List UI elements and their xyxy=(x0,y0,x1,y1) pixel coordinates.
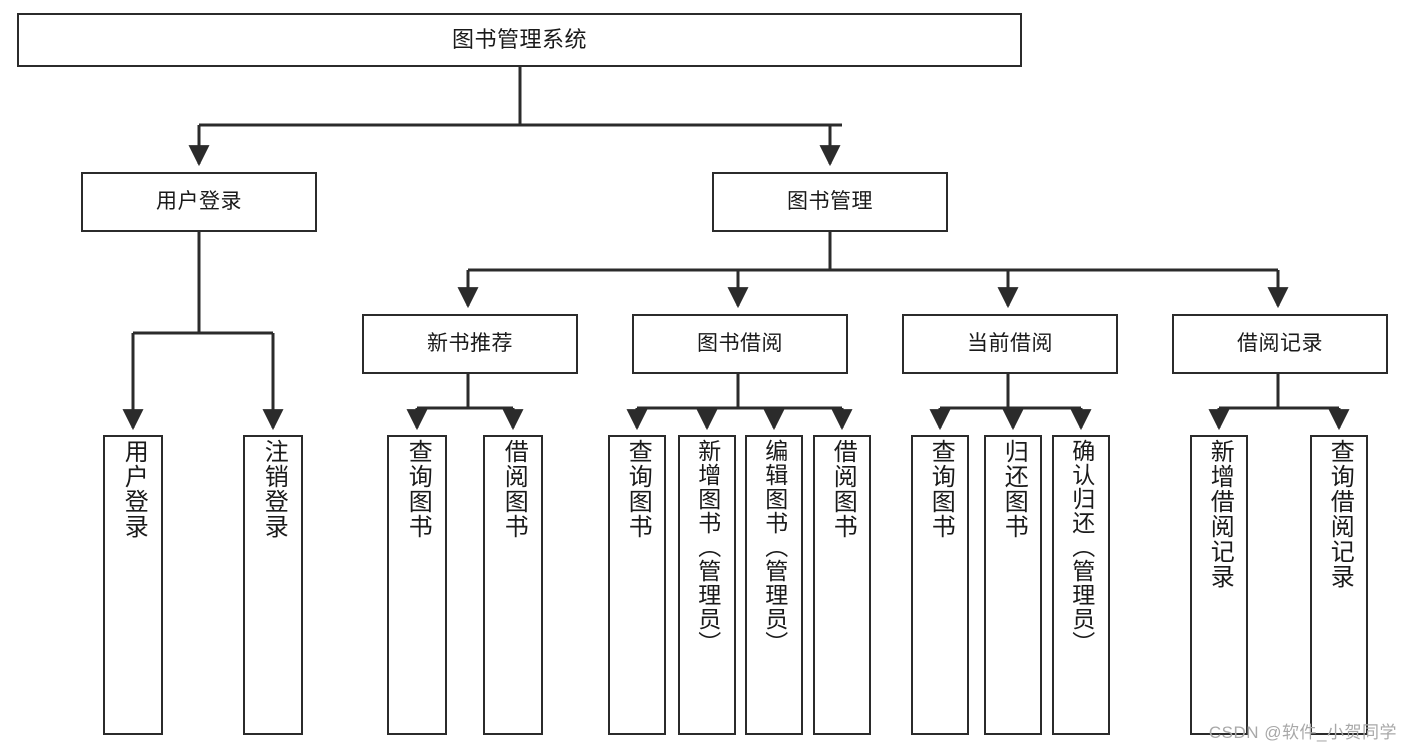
leaf-add-borrow-record[interactable]: 新增借阅记录 xyxy=(1190,435,1248,735)
node-book-borrow[interactable]: 图书借阅 xyxy=(632,314,848,374)
leaf-logout-label: 注销登录 xyxy=(260,439,288,539)
node-user-login[interactable]: 用户登录 xyxy=(81,172,317,232)
node-user-login-label: 用户登录 xyxy=(156,189,242,213)
leaf-borrow-book[interactable]: 借阅图书 xyxy=(813,435,871,735)
leaf-query-book-current[interactable]: 查询图书 xyxy=(911,435,969,735)
leaf-query-book-current-label: 查询图书 xyxy=(927,439,955,539)
node-current-borrow[interactable]: 当前借阅 xyxy=(902,314,1118,374)
leaf-borrow-book-new-label: 借阅图书 xyxy=(500,439,528,539)
node-book-management[interactable]: 图书管理 xyxy=(712,172,948,232)
leaf-logout[interactable]: 注销登录 xyxy=(243,435,303,735)
node-borrow-record[interactable]: 借阅记录 xyxy=(1172,314,1388,374)
leaf-query-book-new[interactable]: 查询图书 xyxy=(387,435,447,735)
node-root[interactable]: 图书管理系统 xyxy=(17,13,1022,67)
leaf-return-book-label: 归还图书 xyxy=(1000,439,1028,539)
leaf-query-book-new-label: 查询图书 xyxy=(404,439,432,539)
node-root-label: 图书管理系统 xyxy=(451,27,587,53)
leaf-confirm-return-admin-label: 确认归还（管理员） xyxy=(1068,439,1095,655)
leaf-query-book-borrow[interactable]: 查询图书 xyxy=(608,435,666,735)
leaf-query-borrow-record[interactable]: 查询借阅记录 xyxy=(1310,435,1368,735)
csdn-watermark: CSDN @软件_小贺同学 xyxy=(1208,723,1397,742)
leaf-edit-book-admin-label: 编辑图书（管理员） xyxy=(761,439,788,655)
node-borrow-record-label: 借阅记录 xyxy=(1237,331,1323,355)
leaf-query-borrow-record-label: 查询借阅记录 xyxy=(1326,439,1354,589)
node-new-book-recommend-label: 新书推荐 xyxy=(427,331,513,355)
node-new-book-recommend[interactable]: 新书推荐 xyxy=(362,314,578,374)
leaf-query-book-borrow-label: 查询图书 xyxy=(624,439,652,539)
leaf-user-login-label: 用户登录 xyxy=(120,439,148,539)
leaf-confirm-return-admin[interactable]: 确认归还（管理员） xyxy=(1052,435,1110,735)
node-book-management-label: 图书管理 xyxy=(787,189,873,213)
node-current-borrow-label: 当前借阅 xyxy=(967,331,1053,355)
leaf-return-book[interactable]: 归还图书 xyxy=(984,435,1042,735)
leaf-borrow-book-new[interactable]: 借阅图书 xyxy=(483,435,543,735)
leaf-add-book-admin-label: 新增图书（管理员） xyxy=(694,439,721,655)
leaf-user-login[interactable]: 用户登录 xyxy=(103,435,163,735)
leaf-add-book-admin[interactable]: 新增图书（管理员） xyxy=(678,435,736,735)
node-book-borrow-label: 图书借阅 xyxy=(697,331,783,355)
leaf-edit-book-admin[interactable]: 编辑图书（管理员） xyxy=(745,435,803,735)
leaf-add-borrow-record-label: 新增借阅记录 xyxy=(1206,439,1234,589)
leaf-borrow-book-label: 借阅图书 xyxy=(829,439,857,539)
